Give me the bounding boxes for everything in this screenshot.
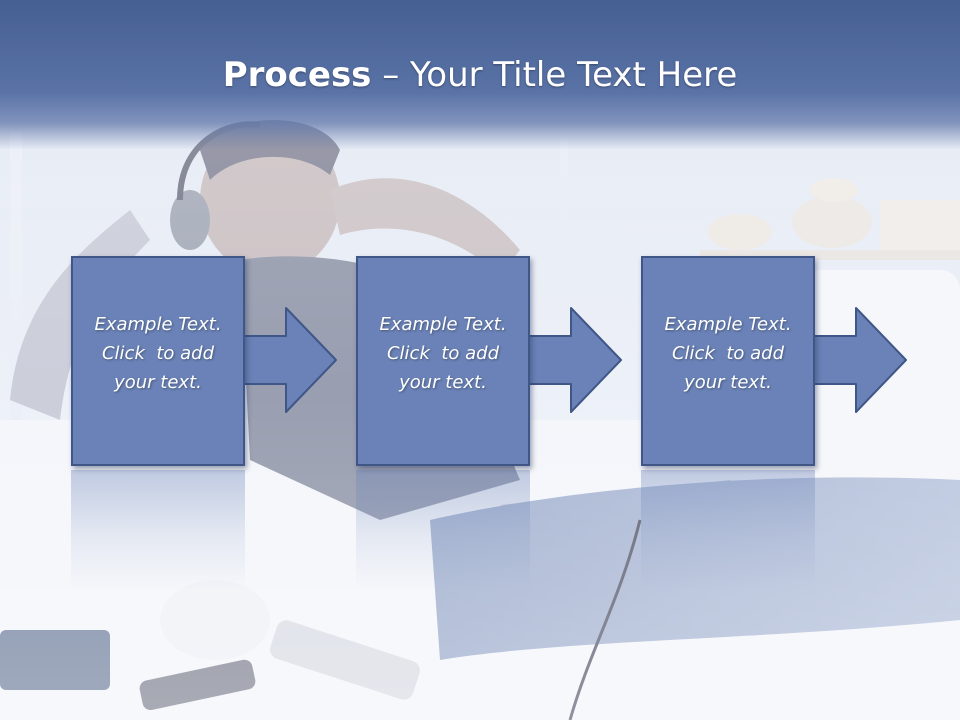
step-1-text[interactable]: Example Text. Click to add your text. bbox=[73, 310, 243, 397]
step-1-line-2: Click to add bbox=[101, 343, 214, 364]
step-2-line-2: Click to add bbox=[386, 343, 499, 364]
title-rest: – Your Title Text Here bbox=[371, 55, 738, 95]
step-3-line-1: Example Text. bbox=[664, 314, 792, 335]
step-2-line-3: your text. bbox=[399, 372, 487, 393]
arrow-right-icon bbox=[809, 307, 907, 413]
step-3-line-2: Click to add bbox=[671, 343, 784, 364]
slide-title[interactable]: Process – Your Title Text Here bbox=[0, 52, 960, 98]
step-2-text[interactable]: Example Text. Click to add your text. bbox=[358, 310, 528, 397]
title-bold: Process bbox=[222, 55, 372, 95]
step-1-line-3: your text. bbox=[114, 372, 202, 393]
step-3-text[interactable]: Example Text. Click to add your text. bbox=[643, 310, 813, 397]
arrow-right-icon bbox=[239, 307, 337, 413]
step-1-line-1: Example Text. bbox=[94, 314, 222, 335]
step-1-reflection bbox=[71, 470, 245, 590]
step-2-line-1: Example Text. bbox=[379, 314, 507, 335]
step-2-reflection bbox=[356, 470, 530, 590]
title-band bbox=[0, 0, 960, 150]
process-step-2[interactable]: Example Text. Click to add your text. bbox=[356, 256, 530, 466]
process-step-1[interactable]: Example Text. Click to add your text. bbox=[71, 256, 245, 466]
step-3-line-3: your text. bbox=[684, 372, 772, 393]
process-step-3[interactable]: Example Text. Click to add your text. bbox=[641, 256, 815, 466]
arrow-right-icon bbox=[524, 307, 622, 413]
step-3-reflection bbox=[641, 470, 815, 590]
